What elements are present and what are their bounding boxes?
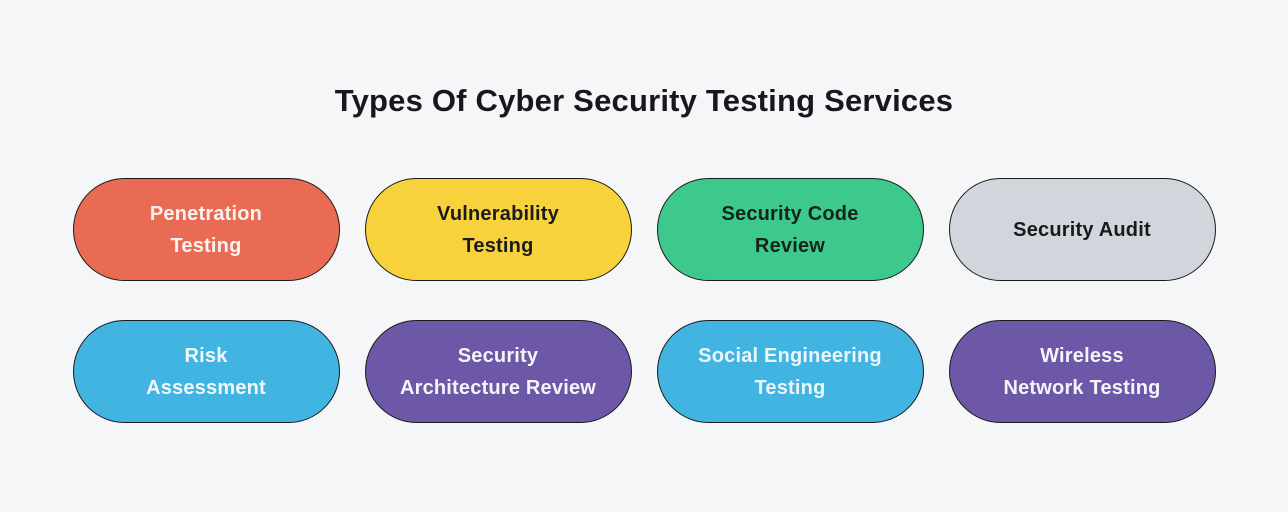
service-card-label: Social Engineering Testing xyxy=(698,344,882,399)
service-card-label: Security Audit xyxy=(1013,218,1151,241)
services-grid: Penetration Testing Vulnerability Testing… xyxy=(0,178,1288,423)
service-card-security-audit: Security Audit xyxy=(948,178,1216,281)
service-card-label: Security Code Review xyxy=(721,202,859,257)
service-card-label: Penetration Testing xyxy=(149,202,263,257)
service-card-label: Wireless Network Testing xyxy=(1003,344,1161,399)
service-card-security-code-review: Security Code Review xyxy=(656,178,924,281)
service-card-label: Vulnerability Testing xyxy=(437,202,559,257)
service-card-social-engineering-testing: Social Engineering Testing xyxy=(656,320,924,423)
service-card-label: Security Architecture Review xyxy=(399,344,597,399)
service-card-vulnerability-testing: Vulnerability Testing xyxy=(364,178,632,281)
service-card-label: Risk Assessment xyxy=(146,344,266,399)
service-card-wireless-network-testing: Wireless Network Testing xyxy=(948,320,1216,423)
service-card-penetration-testing: Penetration Testing xyxy=(72,178,340,281)
service-card-security-architecture-review: Security Architecture Review xyxy=(364,320,632,423)
page-title: Types Of Cyber Security Testing Services xyxy=(334,83,954,118)
service-card-risk-assessment: Risk Assessment xyxy=(72,320,340,423)
